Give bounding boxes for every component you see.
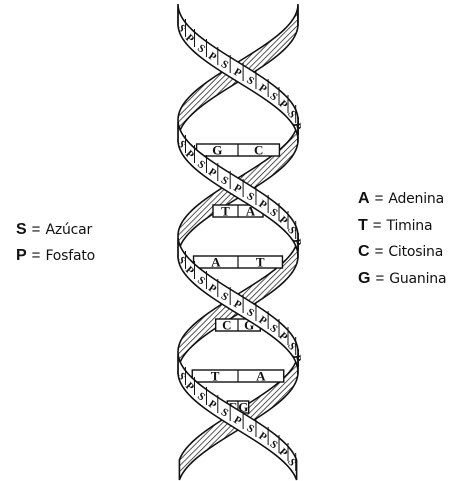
legend-name: Fosfato (45, 248, 95, 264)
legend-letter: C (358, 243, 370, 260)
legend-letter: S (16, 221, 27, 238)
base-left: T (211, 369, 220, 384)
legend-letter: T (358, 217, 368, 234)
legend-phosphate: P=Fosfato (16, 247, 95, 265)
legend-name: Azúcar (45, 222, 92, 238)
base-right: A (256, 369, 266, 384)
legend-name: Guanina (389, 271, 446, 287)
legend-adenine: A=Adenina (358, 190, 444, 208)
legend-cytosine: C=Citosina (358, 243, 443, 261)
phosphate-label: P (290, 238, 303, 247)
legend-guanine: G=Guanina (358, 270, 446, 288)
phosphate-label: P (290, 122, 303, 131)
base-left: C (222, 318, 231, 333)
legend-name: Citosina (388, 244, 443, 260)
base-right: C (254, 143, 263, 158)
base-left: T (221, 204, 230, 219)
legend-name: Adenina (388, 191, 444, 207)
legend-letter: G (358, 270, 370, 287)
base-right: T (256, 255, 265, 270)
base-left: G (212, 143, 222, 158)
legend-sugar: S=Azúcar (16, 221, 92, 239)
base-left: A (211, 255, 221, 270)
phosphate-label: P (290, 354, 303, 363)
legend-thymine: T=Timina (358, 217, 432, 235)
legend-name: Timina (387, 218, 433, 234)
legend-letter: A (358, 190, 370, 207)
legend-letter: P (16, 247, 27, 264)
